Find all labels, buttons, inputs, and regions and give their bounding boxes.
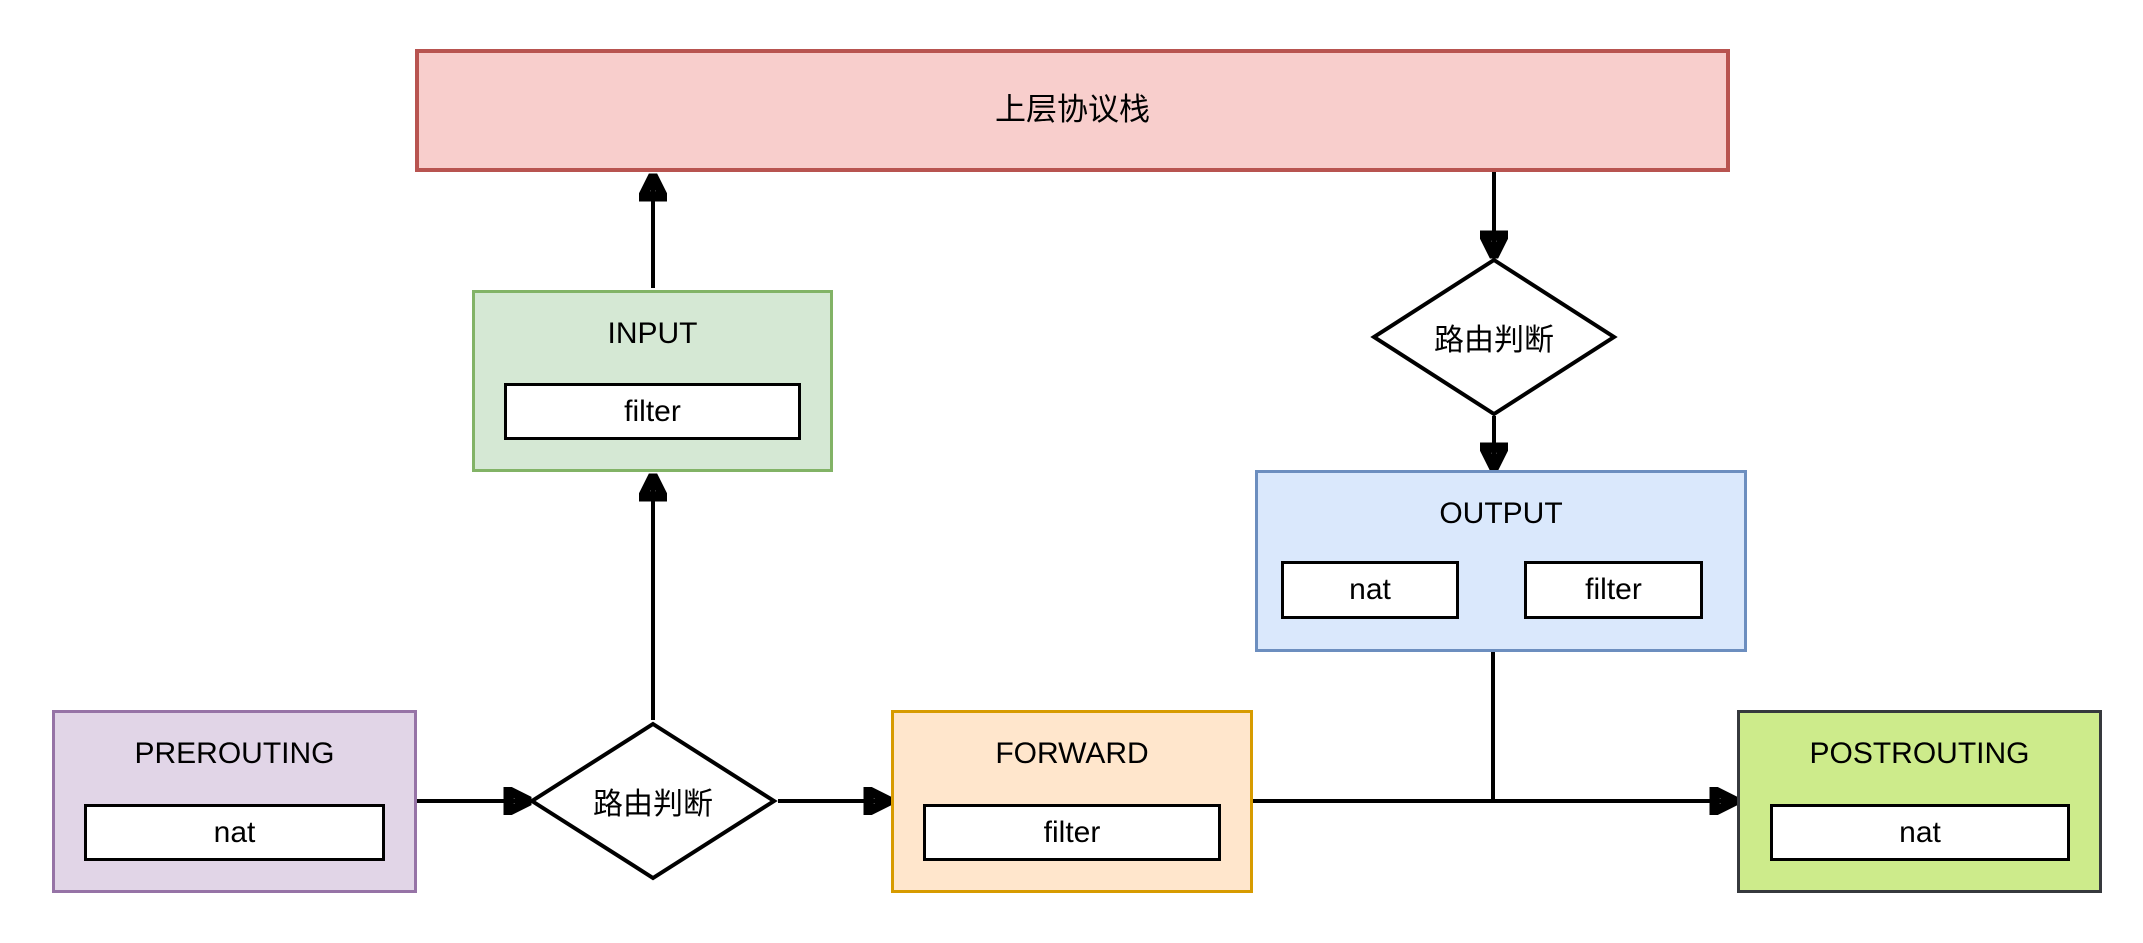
postrouting-nat-table[interactable]: nat	[1770, 804, 2070, 861]
routing-decision-right[interactable]: 路由判断	[1370, 257, 1618, 417]
prerouting-chain-label: PREROUTING	[134, 737, 335, 770]
output-nat-table[interactable]: nat	[1281, 561, 1459, 619]
routing-decision-bottom[interactable]: 路由判断	[528, 721, 778, 881]
diamond-shape	[528, 721, 778, 881]
upper-protocol-stack-box[interactable]: 上层协议栈	[415, 49, 1730, 172]
postrouting-chain-label: POSTROUTING	[1809, 737, 2030, 770]
input-chain-box[interactable]: INPUT	[472, 290, 833, 472]
input-filter-table[interactable]: filter	[504, 383, 801, 440]
postrouting-chain-box[interactable]: POSTROUTING	[1737, 710, 2102, 893]
input-chain-label: INPUT	[607, 317, 698, 350]
diamond-shape	[1370, 257, 1618, 417]
forward-chain-box[interactable]: FORWARD	[891, 710, 1253, 893]
output-filter-table[interactable]: filter	[1524, 561, 1703, 619]
prerouting-nat-table[interactable]: nat	[84, 804, 385, 861]
forward-filter-table[interactable]: filter	[923, 804, 1221, 861]
prerouting-chain-box[interactable]: PREROUTING	[52, 710, 417, 893]
forward-chain-label: FORWARD	[995, 737, 1149, 770]
upper-protocol-stack-label: 上层协议栈	[995, 92, 1150, 128]
output-chain-label: OUTPUT	[1439, 497, 1563, 530]
